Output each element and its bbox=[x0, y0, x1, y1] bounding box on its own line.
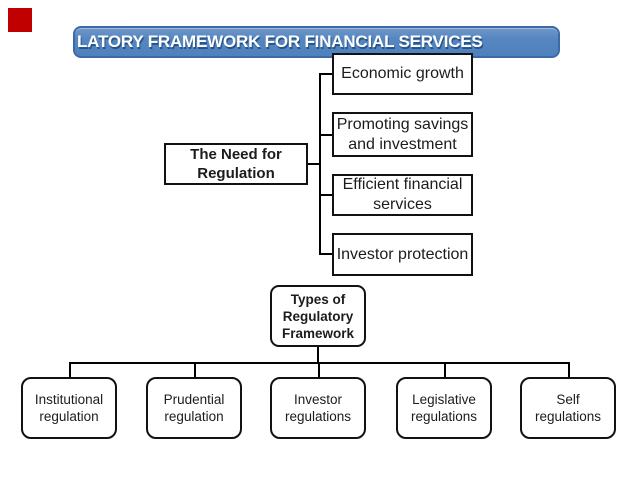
connector-stub-investor-protection bbox=[319, 253, 333, 255]
leaf-text: regulations bbox=[410, 409, 478, 424]
leaf-text: Investor protection bbox=[336, 245, 469, 263]
leaf-text: Investor bbox=[293, 392, 343, 407]
leaf-text: regulations bbox=[284, 409, 352, 424]
leaf-text: and investment bbox=[348, 135, 457, 153]
red-square-marker bbox=[8, 8, 32, 32]
leaf-economic-growth: Economic growth bbox=[332, 53, 473, 95]
leaf-institutional-regulation: Institutional regulation bbox=[21, 377, 117, 439]
connector-stub-efficient bbox=[319, 194, 333, 196]
types-of-regulatory-framework-box: Types of Regulatory Framework bbox=[270, 285, 366, 347]
leaf-text: Efficient financial bbox=[342, 176, 463, 193]
connector-types-root-stub bbox=[317, 347, 319, 363]
connector-stub-prudential bbox=[194, 362, 196, 377]
types-root-line3: Framework bbox=[281, 325, 355, 341]
leaf-text: Economic growth bbox=[341, 65, 464, 82]
leaf-investor-regulations: Investor regulations bbox=[270, 377, 366, 439]
leaf-text: Legislative bbox=[412, 392, 476, 407]
leaf-investor-protection: Investor protection bbox=[332, 233, 473, 276]
need-root-line1: The Need for bbox=[190, 146, 282, 163]
leaf-text: services bbox=[373, 196, 432, 213]
connector-spine bbox=[319, 73, 321, 255]
types-root-line1: Types of bbox=[290, 291, 346, 307]
leaf-legislative-regulations: Legislative regulations bbox=[396, 377, 492, 439]
leaf-text: regulation bbox=[164, 409, 224, 424]
connector-stub-institutional bbox=[69, 362, 71, 377]
leaf-text: Prudential bbox=[163, 392, 225, 407]
need-for-regulation-box: The Need for Regulation bbox=[164, 143, 308, 185]
slide-title: LATORY FRAMEWORK FOR FINANCIAL SERVICES bbox=[77, 32, 483, 51]
need-root-line2: Regulation bbox=[197, 165, 275, 182]
title-banner: LATORY FRAMEWORK FOR FINANCIAL SERVICES bbox=[73, 26, 560, 58]
leaf-promoting-savings: Promoting savings and investment bbox=[332, 112, 473, 157]
connector-stub-self bbox=[568, 362, 570, 377]
leaf-efficient-financial: Efficient financial services bbox=[332, 174, 473, 216]
connector-stub-investor-reg bbox=[318, 362, 320, 377]
leaf-text: Promoting savings bbox=[336, 115, 469, 133]
leaf-text: regulations bbox=[534, 409, 602, 424]
leaf-text: regulation bbox=[39, 409, 99, 424]
connector-stub-legislative bbox=[444, 362, 446, 377]
connector-stub-economic bbox=[319, 73, 333, 75]
connector-stub-savings bbox=[319, 134, 333, 136]
leaf-text: Institutional bbox=[34, 392, 104, 407]
types-root-line2: Regulatory bbox=[282, 308, 354, 324]
leaf-text: Self bbox=[556, 392, 580, 407]
leaf-prudential-regulation: Prudential regulation bbox=[146, 377, 242, 439]
connector-root-to-spine bbox=[308, 163, 321, 165]
leaf-self-regulations: Self regulations bbox=[520, 377, 616, 439]
